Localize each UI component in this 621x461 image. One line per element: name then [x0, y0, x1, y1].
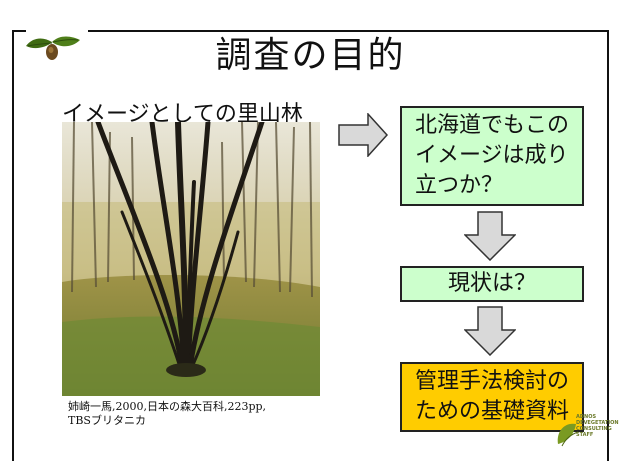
down-arrow	[464, 211, 516, 261]
frame-top-left-line	[12, 30, 26, 32]
question-text: 北海道でもこの イメージは成り 立つか？	[414, 113, 569, 198]
leaf-logo	[557, 423, 579, 447]
status-text: 現状は？	[447, 271, 536, 296]
question-box: 北海道でもこの イメージは成り 立つか？	[400, 106, 584, 206]
photo-caption-text: 姉崎一馬,2000,日本の森大百科,223pp, TBSブリタニカ	[68, 400, 267, 427]
slide-title: 調査の目的	[215, 35, 406, 76]
status-box: 現状は？	[400, 266, 584, 302]
sprout-icon	[26, 36, 80, 60]
logo-text: ADNOS DEVEGETATION CONSULTING STAFF	[576, 414, 619, 438]
frame-left-line	[12, 30, 14, 461]
frame-right-line	[607, 30, 609, 461]
frame-top-right-line	[88, 30, 609, 32]
right-arrow	[338, 113, 388, 157]
down-arrow	[464, 306, 516, 356]
photo-caption: 姉崎一馬,2000,日本の森大百科,223pp, TBSブリタニカ	[68, 400, 328, 428]
goal-text: 管理手法検討の ための基礎資料	[414, 369, 569, 424]
goal-box: 管理手法検討の ための基礎資料	[400, 362, 584, 432]
forest-photo	[62, 122, 320, 396]
